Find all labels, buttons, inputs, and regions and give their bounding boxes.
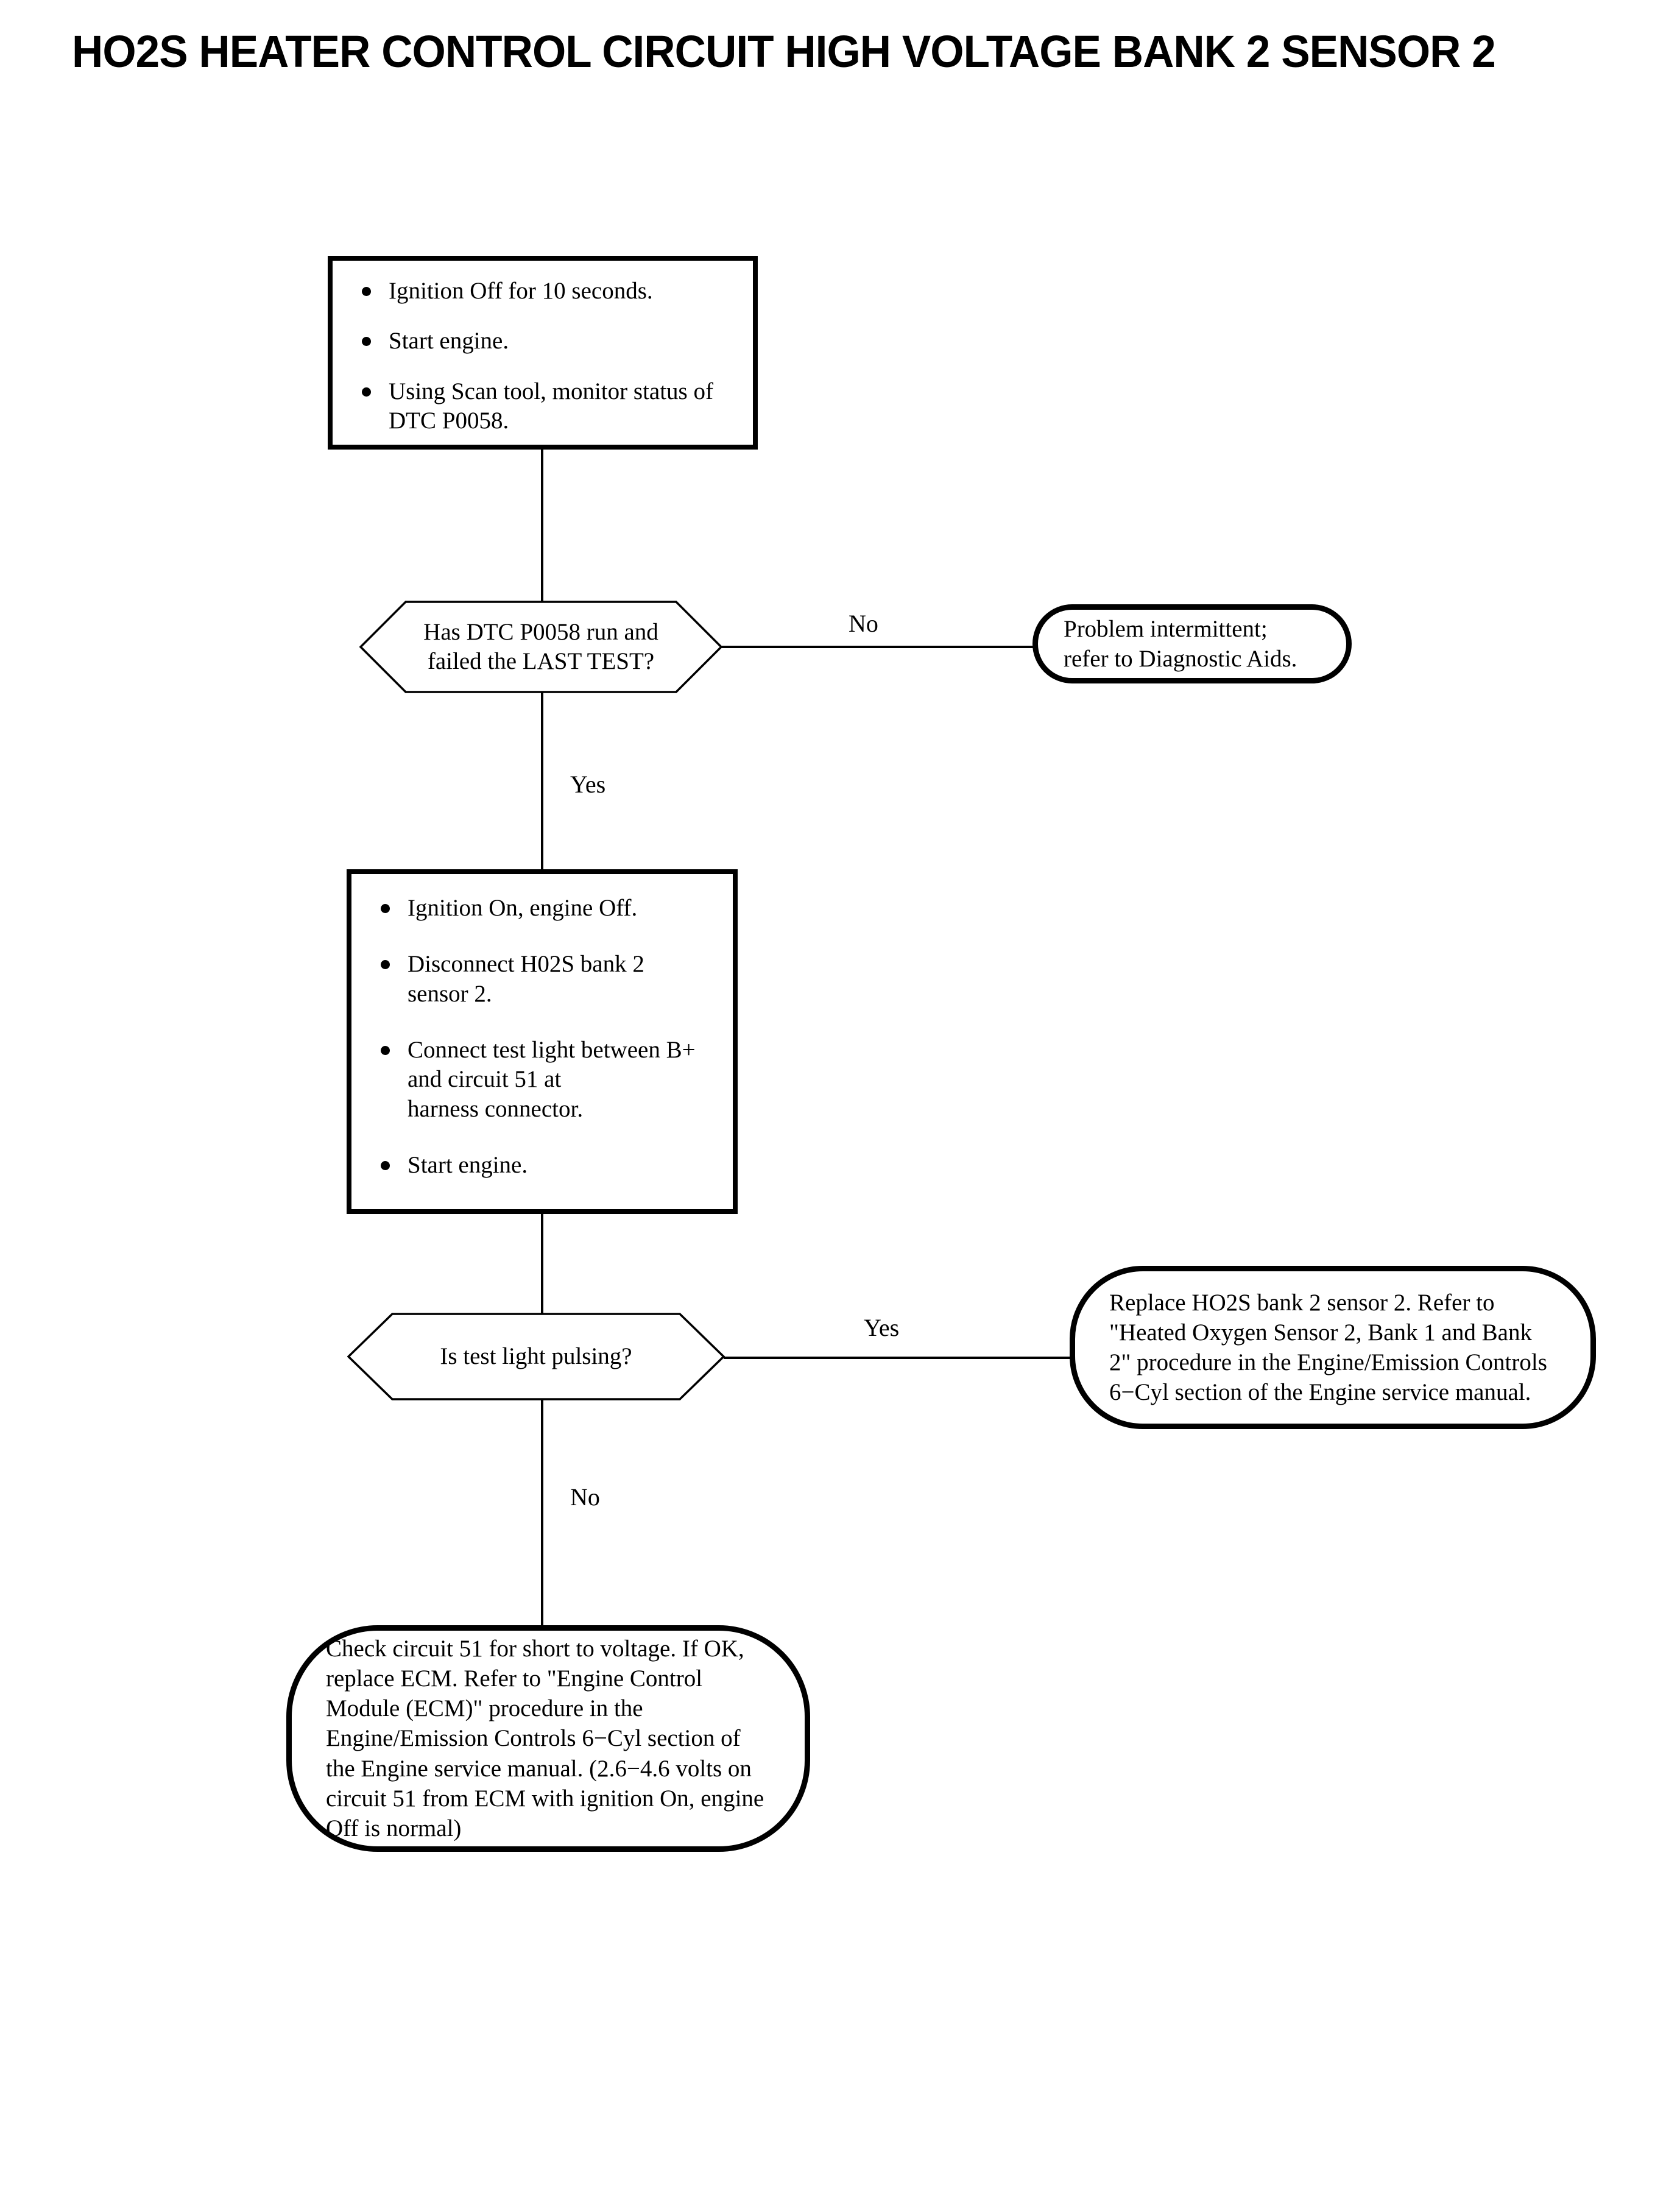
problem-intermittent-text: Problem intermittent; refer to Diagnosti… — [1038, 614, 1346, 674]
decision-text: Is test light pulsing? — [347, 1313, 725, 1400]
test-light-setup-box: Ignition On, engine Off. Disconnect H02S… — [347, 869, 738, 1214]
decision-line-1: Has DTC P0058 run and — [423, 618, 658, 645]
list-item: Start engine. — [351, 327, 736, 356]
replace-sensor-terminal: Replace HO2S bank 2 sensor 2. Refer to "… — [1070, 1266, 1596, 1429]
connector-decision2-yes-branch — [724, 1357, 1071, 1359]
branch-label-yes-decision1: Yes — [570, 771, 606, 798]
decision-line-1: Is test light pulsing? — [440, 1343, 632, 1369]
terminal-line-2: refer to Diagnostic Aids. — [1064, 646, 1297, 672]
decision-text: Has DTC P0058 run and failed the LAST TE… — [359, 601, 722, 693]
list-item: Connect test light between B+ and circui… — [370, 1036, 717, 1124]
decision-line-2: failed the LAST TEST? — [427, 648, 655, 674]
connector-step1-to-decision1 — [541, 450, 543, 603]
test-light-pulsing-decision[interactable]: Is test light pulsing? — [347, 1313, 725, 1400]
problem-intermittent-terminal: Problem intermittent; refer to Diagnosti… — [1032, 604, 1352, 683]
check-circuit-text: Check circuit 51 for short to voltage. I… — [326, 1636, 764, 1841]
check-circuit-terminal: Check circuit 51 for short to voltage. I… — [286, 1625, 810, 1852]
connector-step2-to-decision2 — [541, 1213, 543, 1315]
list-item: Using Scan tool, monitor status of DTC P… — [351, 377, 736, 436]
hexagon-shape — [347, 1313, 725, 1400]
dtc-run-and-failed-decision[interactable]: Has DTC P0058 run and failed the LAST TE… — [359, 601, 722, 693]
list-item: Ignition Off for 10 seconds. — [351, 277, 736, 306]
terminal-line-1: Problem intermittent; — [1064, 615, 1268, 642]
list-item: Start engine. — [370, 1151, 717, 1180]
replace-sensor-text: Replace HO2S bank 2 sensor 2. Refer to "… — [1109, 1289, 1547, 1406]
hexagon-shape — [359, 601, 722, 693]
branch-label-no-decision2: No — [570, 1483, 600, 1511]
branch-label-yes-decision2: Yes — [864, 1314, 900, 1341]
initial-conditions-box: Ignition Off for 10 seconds. Start engin… — [328, 256, 758, 450]
initial-conditions-list: Ignition Off for 10 seconds. Start engin… — [351, 277, 736, 436]
branch-label-no-decision1: No — [849, 610, 878, 637]
connector-decision1-no-branch — [721, 646, 1034, 648]
connector-decision1-to-step2 — [541, 691, 543, 870]
test-light-setup-list: Ignition On, engine Off. Disconnect H02S… — [370, 894, 717, 1181]
page-title: HO2S HEATER CONTROL CIRCUIT HIGH VOLTAGE… — [72, 26, 1496, 77]
connector-decision2-to-terminal3 — [541, 1399, 543, 1626]
list-item: Disconnect H02S bank 2 sensor 2. — [370, 950, 717, 1009]
list-item: Ignition On, engine Off. — [370, 894, 717, 923]
